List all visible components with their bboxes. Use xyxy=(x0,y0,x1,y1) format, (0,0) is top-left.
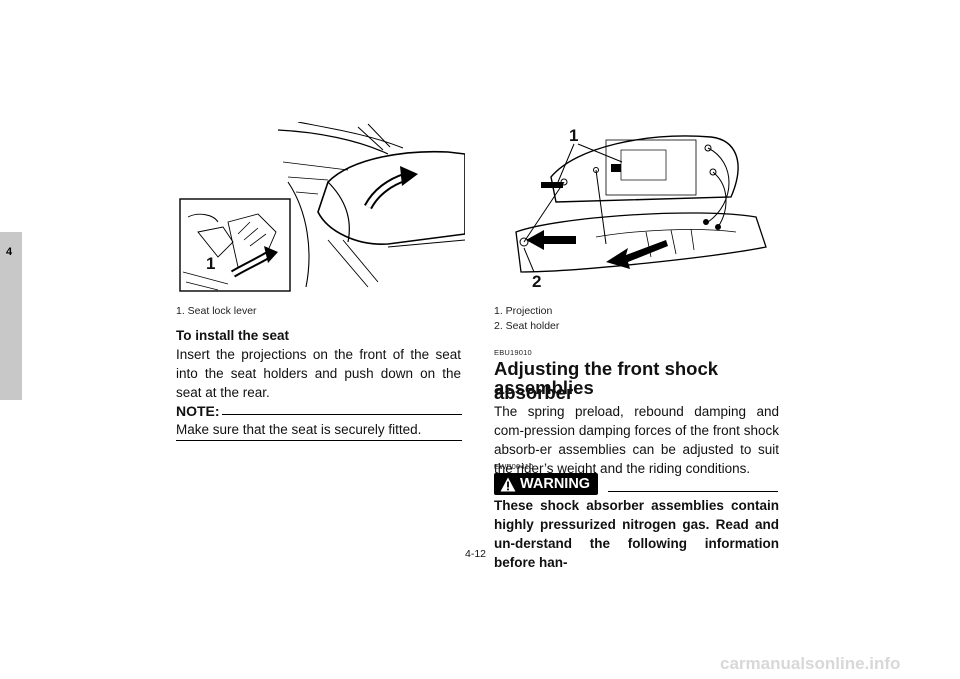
section-title-line-2: assemblies xyxy=(494,377,594,398)
note-text: Make sure that the seat is securely fitt… xyxy=(176,422,422,437)
chapter-tab xyxy=(0,232,22,400)
page-number: 4-12 xyxy=(465,548,487,560)
section-text: The spring preload, rebound damping and … xyxy=(494,404,779,476)
figure-caption-seat-holder: 2. Seat holder xyxy=(494,320,560,332)
install-seat-text: Insert the projections on the front of t… xyxy=(176,347,461,400)
warning-label: WARNING xyxy=(520,476,591,492)
warning-code: EWB00410 xyxy=(494,462,534,471)
figure-caption-projection: 1. Projection xyxy=(494,305,553,317)
warning-icon xyxy=(500,477,516,491)
note-bottom-rule xyxy=(176,440,462,441)
warning-rule xyxy=(608,491,778,492)
note-top-rule xyxy=(222,414,462,415)
figure-callout-1: 1 xyxy=(206,254,216,273)
footer-watermark: carmanualsonline.info xyxy=(720,654,901,673)
warning-badge: WARNING xyxy=(494,473,599,495)
warning-text: These shock absorber assemblies contain … xyxy=(494,498,779,570)
chapter-number: 4 xyxy=(6,246,13,258)
seat-lock-lever-figure xyxy=(178,122,465,294)
figure-callout-projection: 1 xyxy=(569,126,579,145)
section-code: EBU19010 xyxy=(494,348,532,357)
seat-projection-figure xyxy=(496,122,782,297)
note-label: NOTE: xyxy=(176,403,220,419)
figure-caption-seat-lock-lever: 1. Seat lock lever xyxy=(176,305,257,317)
install-seat-heading: To install the seat xyxy=(176,328,290,343)
section-title-line-1: Adjusting the front shock absorber xyxy=(494,358,719,403)
figure-callout-seat-holder: 2 xyxy=(532,272,542,291)
